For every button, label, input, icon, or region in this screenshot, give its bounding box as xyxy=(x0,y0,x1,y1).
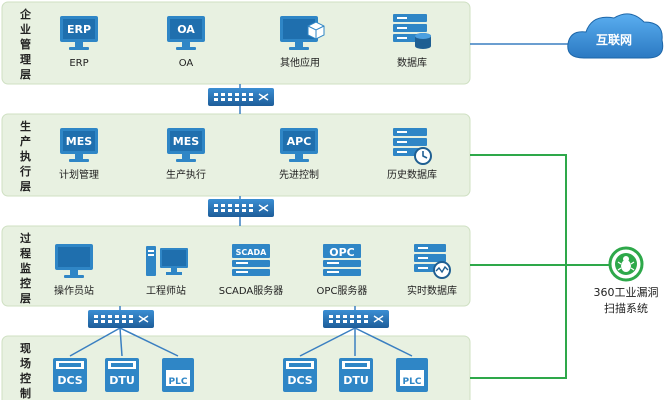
node-planning: MES 计划管理 xyxy=(59,128,99,181)
node-oa: OA OA xyxy=(167,16,205,69)
scanner-links xyxy=(470,154,610,379)
node-label: 实时数据库 xyxy=(407,284,457,297)
layer-title-production: 生产执行层 xyxy=(19,119,31,193)
node-apc: APC 先进控制 xyxy=(279,128,319,181)
monitor-icon xyxy=(60,128,98,162)
internet-label: 互联网 xyxy=(596,33,632,47)
node-dtu-1: DTU xyxy=(105,358,139,392)
node-plc-1: PLC xyxy=(162,358,194,392)
internet-node: 互联网 xyxy=(567,13,664,59)
network-switch-icon xyxy=(323,310,389,328)
node-label: SCADA服务器 xyxy=(219,284,284,297)
monitor-screen-text: ERP xyxy=(67,23,91,36)
monitor-icon xyxy=(55,244,93,278)
node-label: OA xyxy=(179,58,194,69)
workstation-icon xyxy=(146,246,188,276)
monitor-screen-text: MES xyxy=(173,135,199,148)
server-icon xyxy=(323,244,361,276)
node-dcs-1: DCS xyxy=(53,358,87,392)
monitor-cube-icon xyxy=(280,16,325,50)
node-engineer-station: 工程师站 xyxy=(146,246,188,297)
controller-icon xyxy=(105,358,139,392)
connector-lines xyxy=(69,43,580,357)
monitor-screen-text: MES xyxy=(66,135,92,148)
controller-label: DTU xyxy=(109,374,135,387)
node-label: 计划管理 xyxy=(59,168,99,181)
node-dcs-2: DCS xyxy=(283,358,317,392)
bug-scanner-icon xyxy=(608,246,644,282)
node-label: 工程师站 xyxy=(146,284,186,297)
controller-label: DCS xyxy=(287,374,312,387)
node-realtime-db: 实时数据库 xyxy=(407,244,457,297)
server-screen-text: SCADA xyxy=(236,248,267,257)
controller-icon xyxy=(339,358,373,392)
monitor-icon xyxy=(280,128,318,162)
layer-title-field: 现场控制层 xyxy=(19,342,31,400)
scanner-node: 360工业漏洞 扫描系统 xyxy=(594,246,659,315)
node-plc-2: PLC xyxy=(396,358,428,392)
controller-label: PLC xyxy=(169,377,188,387)
node-history-db: 历史数据库 xyxy=(387,128,437,181)
node-label: 数据库 xyxy=(397,56,427,69)
node-label: 先进控制 xyxy=(279,168,319,181)
monitor-screen-text: APC xyxy=(287,135,312,148)
node-erp: ERP ERP xyxy=(60,16,98,69)
controller-icon xyxy=(53,358,87,392)
monitor-icon xyxy=(167,16,205,50)
node-scada-server: SCADA SCADA服务器 xyxy=(219,244,284,297)
node-dtu-2: DTU xyxy=(339,358,373,392)
layer-title-enterprise: 企业管理层 xyxy=(19,7,32,81)
node-label: 生产执行 xyxy=(166,168,206,181)
controller-icon xyxy=(283,358,317,392)
layer-title-process: 过程监控层 xyxy=(19,231,31,305)
switches xyxy=(88,88,389,328)
controller-label: DCS xyxy=(57,374,82,387)
layer-titles: 企业管理层 生产执行层 过程监控层 现场控制层 xyxy=(19,7,32,400)
monitor-icon xyxy=(167,128,205,162)
node-database: 数据库 xyxy=(393,14,431,69)
layer-panel-enterprise xyxy=(1,1,471,85)
network-switch-icon xyxy=(208,199,274,217)
node-label: 操作员站 xyxy=(54,284,94,297)
node-opc-server: OPC OPC服务器 xyxy=(317,244,368,297)
cloud-icon xyxy=(567,13,664,59)
node-label: ERP xyxy=(69,58,88,69)
monitor-icon xyxy=(60,16,98,50)
controller-label: PLC xyxy=(403,377,422,387)
node-label: 其他应用 xyxy=(280,56,320,69)
plc-icon xyxy=(396,358,428,392)
scanner-label-line2: 扫描系统 xyxy=(604,301,648,315)
controller-label: DTU xyxy=(343,374,369,387)
server-icon xyxy=(232,244,270,276)
node-other-apps: 其他应用 xyxy=(280,16,325,69)
node-operator-station: 操作员站 xyxy=(54,244,94,297)
monitor-screen-text: OA xyxy=(177,23,195,36)
node-label: OPC服务器 xyxy=(317,284,368,297)
server-screen-text: OPC xyxy=(329,246,355,259)
history-server-icon xyxy=(393,128,432,165)
node-production-exec: MES 生产执行 xyxy=(166,128,206,181)
plc-icon xyxy=(162,358,194,392)
network-switch-icon xyxy=(208,88,274,106)
network-switch-icon xyxy=(88,310,154,328)
scanner-label-line1: 360工业漏洞 xyxy=(594,286,659,299)
database-server-icon xyxy=(393,14,431,49)
realtime-server-icon xyxy=(414,244,451,279)
node-label: 历史数据库 xyxy=(387,168,437,181)
